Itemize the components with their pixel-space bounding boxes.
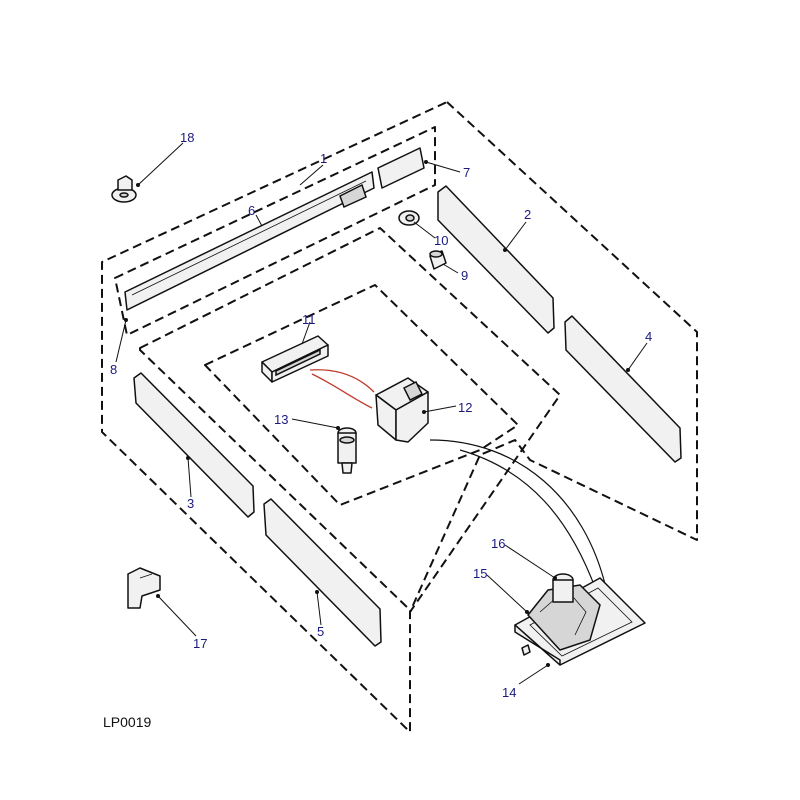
callout-13: 13 bbox=[274, 412, 288, 427]
assembly-outline-outer bbox=[101, 101, 698, 733]
leader-dot-8 bbox=[124, 318, 128, 322]
leader-dot-2 bbox=[503, 248, 507, 252]
leader-4 bbox=[627, 342, 648, 371]
leader-15 bbox=[486, 574, 528, 613]
leader-2 bbox=[504, 221, 527, 251]
leader-12 bbox=[423, 405, 457, 413]
leader-dot-14 bbox=[546, 663, 550, 667]
callout-16: 16 bbox=[491, 536, 505, 551]
callout-7: 7 bbox=[463, 165, 470, 180]
callout-4: 4 bbox=[645, 329, 652, 344]
pad-part-7 bbox=[377, 147, 425, 189]
leader-14 bbox=[518, 664, 549, 685]
callout-14: 14 bbox=[502, 685, 516, 700]
callout-1: 1 bbox=[320, 151, 327, 166]
leader-3 bbox=[187, 457, 192, 498]
callout-2: 2 bbox=[524, 207, 531, 222]
callout-3: 3 bbox=[187, 496, 194, 511]
leader-1 bbox=[299, 164, 324, 186]
callout-11: 11 bbox=[302, 312, 316, 327]
bracket-part-17 bbox=[127, 567, 161, 609]
callout-8: 8 bbox=[110, 362, 117, 377]
leader-6 bbox=[255, 214, 263, 227]
nut-part-10 bbox=[398, 210, 420, 226]
gear-boot-part-15 bbox=[527, 584, 601, 651]
leader-dot-18 bbox=[136, 183, 140, 187]
leader-18 bbox=[137, 142, 184, 186]
lighter-part-13 bbox=[337, 427, 357, 474]
trim-panel-part-5 bbox=[263, 498, 382, 647]
leader-16 bbox=[504, 544, 556, 579]
leader-17 bbox=[157, 595, 197, 637]
reference-code: LP0019 bbox=[103, 714, 151, 730]
selector-cable-2 bbox=[459, 449, 597, 591]
wiring-harness-2 bbox=[311, 373, 373, 409]
callout-17: 17 bbox=[193, 636, 207, 651]
socket-housing-part-12 bbox=[375, 377, 429, 443]
trim-panel-part-4 bbox=[564, 315, 682, 463]
leader-dot-7 bbox=[424, 160, 428, 164]
leader-13 bbox=[291, 418, 339, 429]
leader-8 bbox=[115, 319, 127, 363]
leader-dot-16 bbox=[553, 576, 557, 580]
tray-outline bbox=[204, 284, 519, 506]
callout-18: 18 bbox=[180, 130, 194, 145]
wiring-harness bbox=[309, 369, 375, 393]
leader-dot-13 bbox=[336, 426, 340, 430]
trim-strip-part-6 bbox=[124, 171, 375, 311]
leader-11 bbox=[301, 321, 311, 345]
gear-knob-part-16 bbox=[552, 573, 574, 603]
console-outline bbox=[139, 227, 561, 613]
callout-5: 5 bbox=[317, 624, 324, 639]
trim-panel-part-2 bbox=[437, 185, 555, 334]
callout-10: 10 bbox=[434, 233, 448, 248]
switch-panel-part-11 bbox=[261, 335, 329, 383]
leader-10 bbox=[413, 221, 436, 239]
leader-dot-4 bbox=[626, 368, 630, 372]
leader-dot-3 bbox=[186, 456, 190, 460]
leader-7 bbox=[425, 161, 461, 173]
callout-9: 9 bbox=[461, 268, 468, 283]
callout-6: 6 bbox=[248, 203, 255, 218]
leader-9 bbox=[442, 263, 459, 274]
leader-dot-12 bbox=[422, 410, 426, 414]
trim-panel-part-3 bbox=[133, 372, 255, 518]
selector-cable-1 bbox=[429, 439, 607, 589]
leader-dot-5 bbox=[315, 590, 319, 594]
callout-12: 12 bbox=[458, 400, 472, 415]
spacer-part-9 bbox=[429, 250, 447, 270]
leader-dot-15 bbox=[525, 610, 529, 614]
callout-15: 15 bbox=[473, 566, 487, 581]
clip-part-18 bbox=[111, 175, 137, 203]
leader-5 bbox=[316, 591, 322, 626]
upper-panel-outline bbox=[114, 126, 436, 336]
leader-dot-17 bbox=[156, 594, 160, 598]
